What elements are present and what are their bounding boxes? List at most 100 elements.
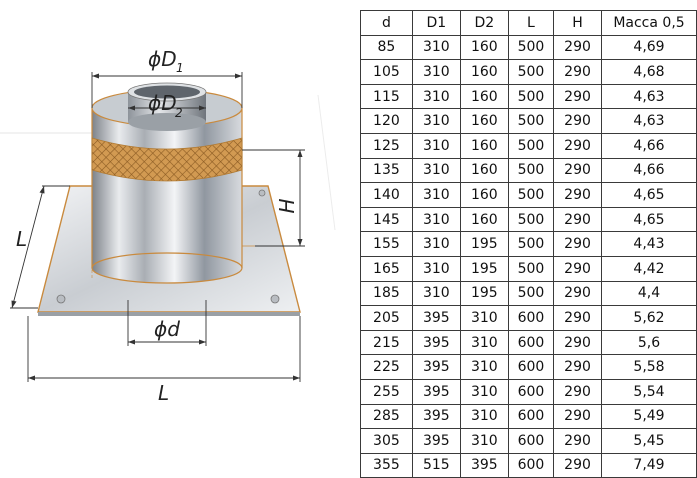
table-cell: 160 <box>459 108 509 134</box>
table-cell: 395 <box>411 428 461 454</box>
table-cell: 500 <box>507 59 555 85</box>
table-cell: 600 <box>507 428 555 454</box>
table-cell: 310 <box>459 354 509 380</box>
table-cell: 310 <box>411 157 461 184</box>
table-cell: 290 <box>553 206 603 233</box>
table-cell: 4,68 <box>601 59 697 85</box>
table-cell: 4,65 <box>601 182 697 208</box>
table-cell: 310 <box>411 182 461 208</box>
table-cell: 395 <box>411 305 461 331</box>
table-cell: 500 <box>507 255 555 282</box>
column-header-l: L <box>507 10 555 36</box>
table-cell: 185 <box>360 280 413 307</box>
table-cell: 310 <box>411 83 461 110</box>
d-label: ϕd <box>154 317 180 341</box>
column-header-h: H <box>553 10 603 36</box>
table-cell: 500 <box>507 280 555 307</box>
table-cell: 600 <box>507 403 555 430</box>
table-cell: 290 <box>553 108 603 134</box>
dimension-d1 <box>91 72 243 108</box>
table-cell: 310 <box>411 132 461 159</box>
table-cell: 395 <box>411 354 461 380</box>
table-cell: 310 <box>459 403 509 430</box>
d2-subscript: 2 <box>175 106 183 120</box>
table-cell: 310 <box>411 280 461 307</box>
table-cell: 5,62 <box>601 305 697 331</box>
table-cell: 290 <box>553 280 603 307</box>
table-cell: 310 <box>411 108 461 134</box>
table-cell: 140 <box>360 182 413 208</box>
table-cell: 290 <box>553 83 603 110</box>
table-cell: 310 <box>459 329 509 356</box>
table-cell: 290 <box>553 255 603 282</box>
table-cell: 165 <box>360 255 413 282</box>
table-cell: 290 <box>553 428 603 454</box>
table-cell: 600 <box>507 329 555 356</box>
table-cell: 500 <box>507 231 555 257</box>
dimension-d <box>127 300 207 346</box>
dimension-h <box>242 149 305 247</box>
h-label: H <box>275 198 299 213</box>
table-cell: 205 <box>360 305 413 331</box>
d1-subscript: 1 <box>176 61 184 75</box>
table-cell: 500 <box>507 206 555 233</box>
dimension-d2 <box>128 105 206 111</box>
table-cell: 500 <box>507 132 555 159</box>
table-cell: 4,66 <box>601 157 697 184</box>
table-header-row: d D1 D2 L H Масса 0,5 <box>360 10 697 36</box>
table-cell: 500 <box>507 83 555 110</box>
table-cell: 4,63 <box>601 83 697 110</box>
table-cell: 310 <box>411 206 461 233</box>
table-cell: 195 <box>459 280 509 307</box>
table-cell: 160 <box>459 34 509 61</box>
table-cell: 290 <box>553 354 603 380</box>
bolt-icon <box>258 189 266 197</box>
table-cell: 160 <box>459 59 509 85</box>
table-cell: 135 <box>360 157 413 184</box>
table-cell: 500 <box>507 182 555 208</box>
table-cell: 310 <box>459 428 509 454</box>
table-cell: 355 <box>360 452 413 478</box>
table-cell: 195 <box>459 231 509 257</box>
table-cell: 4,66 <box>601 132 697 159</box>
table-cell: 395 <box>411 329 461 356</box>
table-cell: 215 <box>360 329 413 356</box>
table-cell: 4,4 <box>601 280 697 307</box>
table-cell: 290 <box>553 305 603 331</box>
column-header-d: d <box>360 10 413 36</box>
table-cell: 305 <box>360 428 413 454</box>
table-cell: 395 <box>411 378 461 405</box>
table-cell: 105 <box>360 59 413 85</box>
table-cell: 160 <box>459 206 509 233</box>
bolt-icon <box>56 294 66 304</box>
table-cell: 600 <box>507 305 555 331</box>
table-cell: 195 <box>459 255 509 282</box>
table-cell: 600 <box>507 378 555 405</box>
table-cell: 290 <box>553 34 603 61</box>
table-cell: 600 <box>507 452 555 478</box>
l-side-label: L <box>16 227 27 251</box>
table-cell: 4,42 <box>601 255 697 282</box>
table-cell: 500 <box>507 108 555 134</box>
table-cell: 7,49 <box>601 452 697 478</box>
table-cell: 160 <box>459 182 509 208</box>
d2-label: ϕD <box>148 91 177 115</box>
table-cell: 160 <box>459 132 509 159</box>
table-cell: 290 <box>553 329 603 356</box>
table-cell: 290 <box>553 452 603 478</box>
table-cell: 500 <box>507 157 555 184</box>
table-cell: 290 <box>553 378 603 405</box>
